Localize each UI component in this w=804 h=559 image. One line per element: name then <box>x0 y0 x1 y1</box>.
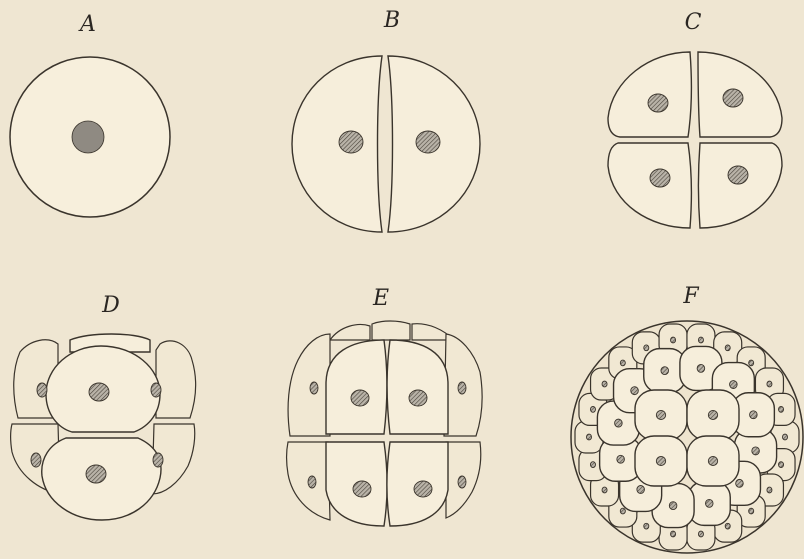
nucleus-d-front-top <box>89 383 109 401</box>
morula-nucleus <box>615 419 623 427</box>
nucleus-c-4 <box>728 166 748 184</box>
nucleus-e-5 <box>310 382 318 394</box>
nucleus-e-8 <box>458 476 466 488</box>
embryo-a-one-cell <box>10 57 170 217</box>
morula-nucleus <box>749 360 754 366</box>
morula-nucleus <box>705 499 713 507</box>
nucleus-e-7 <box>308 476 316 488</box>
morula-nucleus <box>669 502 677 510</box>
morula-nucleus <box>637 485 645 493</box>
morula-nucleus <box>725 345 730 351</box>
morula-nucleus <box>602 487 607 493</box>
blastomere-d-back-right-top <box>156 341 196 418</box>
nucleus-e-2 <box>409 390 427 406</box>
morula-nucleus <box>602 381 607 387</box>
morula-nucleus <box>586 434 591 440</box>
embryo-e-sixteen-cell <box>287 321 483 526</box>
embryo-b-two-cell <box>292 56 480 232</box>
morula-nucleus <box>749 508 754 514</box>
morula-nucleus <box>644 345 649 351</box>
nucleus-d-back-left-bottom <box>31 453 41 467</box>
morula-nucleus <box>708 457 717 466</box>
embryo-c-four-cell <box>608 52 782 228</box>
blastomere-c-3 <box>608 143 691 228</box>
morula-nucleus <box>779 462 784 468</box>
morula-nucleus <box>590 462 595 468</box>
morula-nucleus <box>671 337 676 343</box>
nucleus-d-front-bottom <box>86 465 106 483</box>
nucleus-e-4 <box>414 481 432 497</box>
blastomere-e-front-1 <box>326 340 387 434</box>
nucleus-b-left <box>339 131 363 153</box>
blastomere-c-1 <box>608 52 691 137</box>
morula-nucleus <box>590 407 595 413</box>
embryo-d-eight-cell <box>11 334 196 520</box>
blastomere-e-front-2 <box>387 340 448 434</box>
nucleus-c-3 <box>650 169 670 187</box>
nucleus-e-1 <box>351 390 369 406</box>
morula-nucleus <box>750 411 758 419</box>
blastomere-e-top-2 <box>372 321 410 340</box>
morula-nucleus <box>708 411 717 420</box>
nucleus-d-back-left-top <box>37 383 47 397</box>
nucleus-c-2 <box>723 89 743 107</box>
nucleus-c-1 <box>648 94 668 112</box>
morula-nucleus <box>671 531 676 537</box>
morula-nucleus <box>661 367 669 375</box>
nucleus-a <box>72 121 104 153</box>
blastomere-c-4 <box>699 143 783 228</box>
nucleus-d-back-right-bottom <box>153 453 163 467</box>
morula-nucleus <box>644 523 649 529</box>
morula-nucleus <box>725 523 730 529</box>
morula-nucleus <box>697 364 705 372</box>
nucleus-d-back-right-top <box>151 383 161 397</box>
morula-nucleus <box>656 457 665 466</box>
morula-nucleus <box>767 487 772 493</box>
morula-nucleus <box>730 381 738 389</box>
nucleus-e-6 <box>458 382 466 394</box>
morula-nucleus <box>698 337 703 343</box>
morula-nucleus <box>782 434 787 440</box>
morula-nucleus <box>698 531 703 537</box>
nucleus-e-3 <box>353 481 371 497</box>
morula-nucleus <box>656 411 665 420</box>
morula-nucleus <box>631 387 639 395</box>
morula-nucleus <box>752 447 760 455</box>
embryo-f-morula <box>571 321 803 553</box>
blastomere-b-left <box>292 56 382 232</box>
morula-nucleus <box>779 407 784 413</box>
morula-nucleus <box>767 381 772 387</box>
blastomere-e-top-1 <box>330 325 370 340</box>
nucleus-b-right <box>416 131 440 153</box>
morula-nucleus <box>620 508 625 514</box>
morula-nucleus <box>620 360 625 366</box>
morula-nucleus <box>617 455 625 463</box>
blastomere-e-back-left-top <box>288 334 330 436</box>
morula-nucleus <box>736 479 744 487</box>
